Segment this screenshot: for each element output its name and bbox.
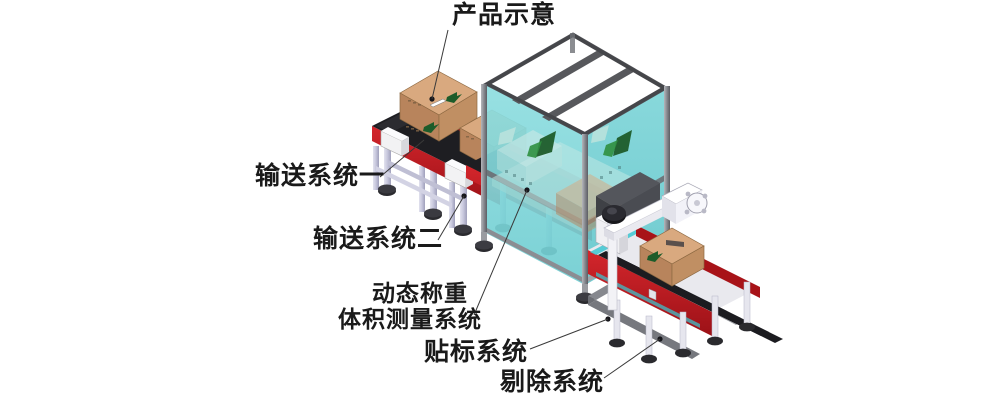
label-labeling-system: 贴标系统 — [424, 339, 529, 366]
infeed-conveyor-legs — [373, 140, 472, 236]
cabinet-post-left — [481, 84, 487, 234]
label-applicator — [602, 182, 708, 322]
rollers — [598, 251, 783, 343]
cabinet-exit-body — [596, 172, 660, 208]
label-product-illustration: 产品示意 — [452, 2, 557, 29]
infeed-control-box — [380, 127, 409, 157]
cabinet-post-front — [582, 134, 588, 286]
product-carton-c — [639, 227, 705, 287]
cabinet-post-right — [664, 86, 670, 238]
label-conveyor-system-one: 输送系统一 — [255, 163, 386, 190]
leader-lines — [379, 29, 661, 379]
label-rejection-system: 剔除系统 — [500, 369, 605, 396]
label-conveyor-system-two: 输送系统二 — [313, 226, 444, 253]
label-dynamic-weighing-volume-system: 动态称重 体积测量系统 — [338, 281, 482, 332]
